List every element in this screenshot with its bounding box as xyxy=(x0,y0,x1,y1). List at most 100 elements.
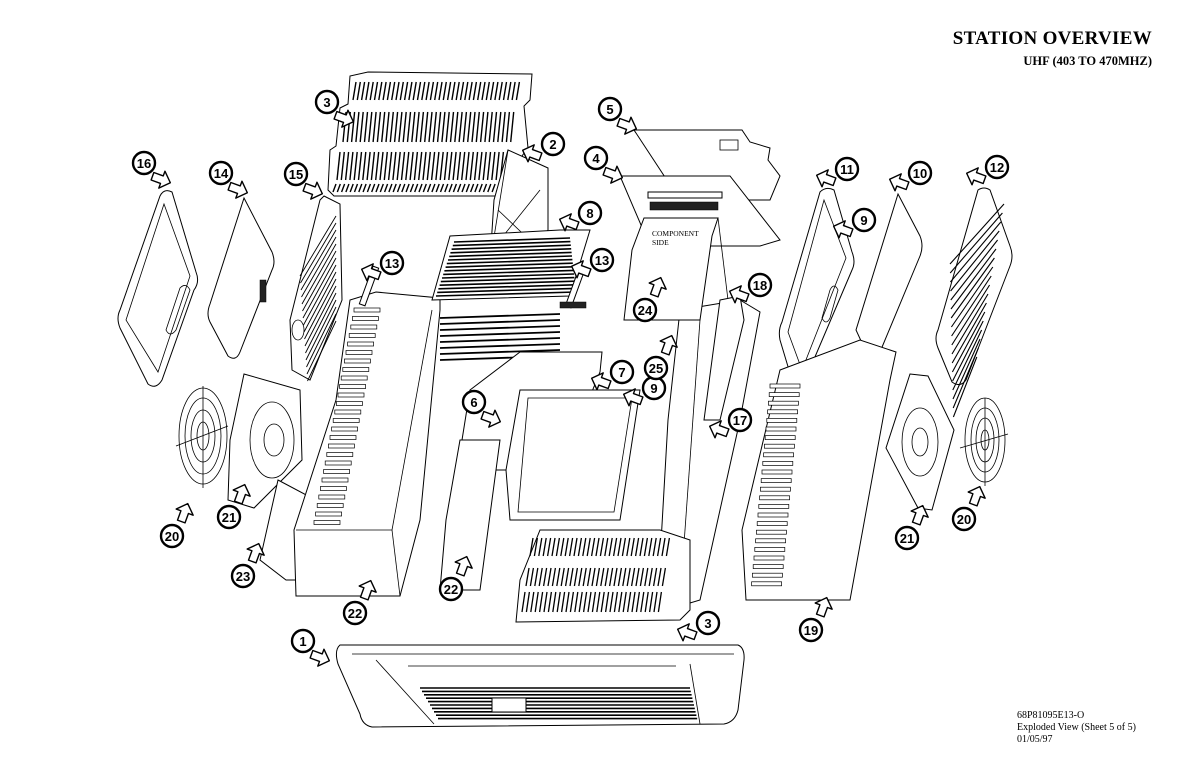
left-heatsink xyxy=(289,195,343,382)
callout-arrow-icon xyxy=(227,180,249,199)
callout-circle-icon xyxy=(632,297,658,323)
callout-circle-icon xyxy=(577,200,603,226)
callout-circle-icon xyxy=(159,523,185,549)
callout-arrow-icon xyxy=(616,116,638,135)
callout-number: 25 xyxy=(649,361,663,376)
callout-connector-right: 13 xyxy=(570,247,615,279)
right-heatsink xyxy=(741,339,897,601)
callout-backplane-board: 4 xyxy=(583,145,624,184)
callout-circle-icon xyxy=(342,600,368,626)
callout-number: 21 xyxy=(900,531,914,546)
callout-circle-icon xyxy=(131,150,157,176)
callout-number: 2 xyxy=(549,137,556,152)
callout-arrow-icon xyxy=(888,173,910,192)
callout-arrow-icon xyxy=(815,169,837,188)
callout-number: 15 xyxy=(289,167,303,182)
callout-number: 1 xyxy=(299,634,306,649)
callout-arrow-icon xyxy=(708,420,730,439)
callout-fan-guard-right: 20 xyxy=(951,485,986,532)
front-panel xyxy=(335,644,745,728)
callout-number: 22 xyxy=(444,582,458,597)
callout-circle-icon xyxy=(283,161,309,187)
callout-right-frame: 11 xyxy=(815,156,860,188)
callout-gasket-right: 9 xyxy=(832,207,877,239)
callout-arrow-icon xyxy=(454,555,473,577)
callout-circle-icon xyxy=(951,506,977,532)
callout-circle-icon xyxy=(583,145,609,171)
callout-circle-icon xyxy=(438,576,464,602)
callout-number: 23 xyxy=(236,569,250,584)
callout-circle-icon xyxy=(597,96,623,122)
callout-arrow-icon xyxy=(590,372,612,391)
callout-number: 8 xyxy=(586,206,593,221)
callout-heatsink-module: 8 xyxy=(558,200,603,232)
callout-arrow-icon xyxy=(309,648,331,667)
callout-circle-icon xyxy=(461,389,487,415)
callout-number: 22 xyxy=(348,606,362,621)
callout-arrow-icon xyxy=(622,388,644,407)
document-info: 68P81095E13-O Exploded View (Sheet 5 of … xyxy=(1017,710,1136,746)
component-side-label-1: COMPONENT xyxy=(652,229,699,238)
callout-arrow-icon xyxy=(480,409,502,428)
callout-module-bracket: 7 xyxy=(590,359,635,391)
callout-circle-icon xyxy=(695,610,721,636)
callout-arrow-icon xyxy=(175,502,194,524)
callout-number: 19 xyxy=(804,623,818,638)
callout-fan-left: 21 xyxy=(216,483,251,530)
callout-circle-icon xyxy=(907,160,933,186)
left-inner-cover xyxy=(207,196,275,359)
callout-arrow-icon xyxy=(521,144,543,163)
module-bracket xyxy=(505,389,641,521)
callout-left-outer-cover: 16 xyxy=(131,150,172,189)
callout-module-tray: 6 xyxy=(461,389,502,428)
callout-right-grille-cover: 12 xyxy=(965,154,1010,186)
fan-right xyxy=(885,373,955,511)
bottom-vent-cover xyxy=(515,529,691,623)
callout-top-vent-cover: 3 xyxy=(314,89,355,128)
callout-interface-board: 5 xyxy=(597,96,638,135)
callout-arrow-icon xyxy=(814,596,833,618)
callout-arrow-icon xyxy=(558,213,580,232)
callout-number: 9 xyxy=(650,381,657,396)
callout-arrow-icon xyxy=(832,220,854,239)
callout-number: 18 xyxy=(753,278,767,293)
callout-arrow-icon xyxy=(910,504,929,526)
right-grille-cover xyxy=(935,187,1013,418)
left-chassis xyxy=(293,291,441,597)
callout-number: 20 xyxy=(957,512,971,527)
view-label: Exploded View (Sheet 5 of 5) xyxy=(1017,722,1136,733)
callout-number: 5 xyxy=(606,102,613,117)
callout-arrow-icon xyxy=(570,260,592,279)
component-board: COMPONENT SIDE xyxy=(623,217,729,321)
callout-number: 4 xyxy=(592,151,600,166)
callout-number: 13 xyxy=(595,253,609,268)
callout-circle-icon xyxy=(609,359,635,385)
callout-component-board: 24 xyxy=(632,276,667,323)
callout-arrow-icon xyxy=(246,542,265,564)
callout-bottom-vent-cover: 3 xyxy=(676,610,721,642)
diagram-title: STATION OVERVIEW xyxy=(952,28,1152,49)
callout-arrow-icon xyxy=(232,483,251,505)
callout-number: 17 xyxy=(733,413,747,428)
callout-number: 7 xyxy=(618,365,625,380)
top-vent-cover xyxy=(327,71,533,197)
callout-circle-icon xyxy=(314,89,340,115)
callout-arrow-icon xyxy=(965,167,987,186)
callout-arrow-icon xyxy=(728,285,750,304)
callout-module-clip: 25 xyxy=(643,334,678,381)
callout-right-heatsink: 19 xyxy=(798,596,833,643)
callout-number: 21 xyxy=(222,510,236,525)
callout-arrow-icon xyxy=(676,623,698,642)
callout-circle-icon xyxy=(216,504,242,530)
fan-guard-right xyxy=(959,397,1009,486)
callout-arrow-icon xyxy=(659,334,678,356)
callout-number: 20 xyxy=(165,529,179,544)
diagram-subtitle: UHF (403 TO 470MHZ) xyxy=(1023,54,1152,68)
callout-arrow-icon xyxy=(333,109,355,128)
fan-left xyxy=(227,373,303,509)
callout-number: 16 xyxy=(137,156,151,171)
callout-circle-icon xyxy=(230,563,256,589)
doc-date: 01/05/97 xyxy=(1017,734,1053,745)
callout-number: 12 xyxy=(990,160,1004,175)
